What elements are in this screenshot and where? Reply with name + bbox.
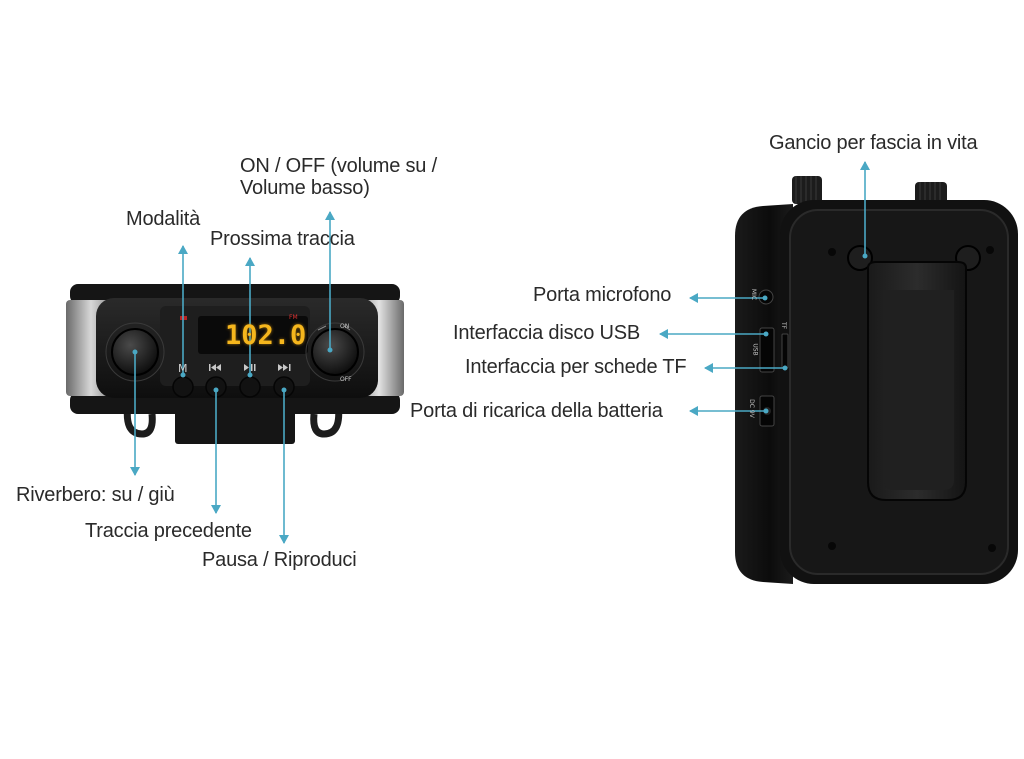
- front-belt-clip: [175, 410, 295, 444]
- tf-port: [781, 333, 789, 369]
- side-device: [735, 176, 1018, 584]
- usb-port: [759, 327, 775, 373]
- next-track-icon: [278, 364, 291, 371]
- play-pause-icon: [244, 364, 256, 371]
- label-usb: Interfaccia disco USB: [453, 322, 640, 344]
- callout-lines: [130, 161, 870, 544]
- label-traccia-precedente: Traccia precedente: [85, 520, 252, 542]
- dc-port-label: DC 9V: [747, 399, 755, 418]
- label-modalita: Modalità: [126, 208, 200, 230]
- lcd-frequency: 102.0: [225, 320, 307, 351]
- label-riverbero: Riverbero: su / giù: [16, 484, 175, 506]
- screw-top-right: [986, 246, 994, 254]
- belt-clip-inner: [884, 290, 954, 490]
- label-pausa-riproduci: Pausa / Riproduci: [202, 549, 357, 571]
- play-pause-button[interactable]: [239, 376, 261, 398]
- mic-port-label: MIC: [750, 288, 758, 301]
- lcd-fm-tag: FM: [289, 314, 298, 321]
- usb-port-label: USB: [751, 343, 759, 356]
- label-ricarica: Porta di ricarica della batteria: [410, 400, 663, 422]
- volume-knob-ring: [305, 322, 365, 382]
- hook-bolt-left: [847, 245, 873, 271]
- knob-on-label: ON: [340, 323, 350, 330]
- label-tf: Interfaccia per schede TF: [465, 356, 687, 378]
- volume-knob-marks: [317, 325, 351, 331]
- lcd-display: [198, 316, 308, 354]
- prev-track-icon: [209, 364, 221, 371]
- lanyard-loop-right: [310, 403, 343, 438]
- label-porta-microfono: Porta microfono: [533, 284, 672, 306]
- screw-top-left: [828, 248, 836, 256]
- label-gancio: Gancio per fascia in vita: [769, 132, 978, 154]
- knob-off-label: OFF: [340, 376, 352, 383]
- mode-button[interactable]: [172, 376, 194, 398]
- side-knob-left: [792, 176, 822, 204]
- label-on-off: ON / OFF (volume su / Volume basso): [240, 155, 437, 199]
- label-prossima-traccia: Prossima traccia: [210, 228, 355, 250]
- screw-bottom-right: [988, 544, 996, 552]
- tf-port-label: TF: [780, 321, 788, 330]
- screw-bottom-left: [828, 542, 836, 550]
- volume-knob[interactable]: [311, 328, 359, 376]
- front-device: [66, 284, 404, 444]
- mode-button-label: M: [178, 362, 188, 375]
- side-port-face: [735, 204, 793, 584]
- lanyard-loop-left: [123, 403, 156, 438]
